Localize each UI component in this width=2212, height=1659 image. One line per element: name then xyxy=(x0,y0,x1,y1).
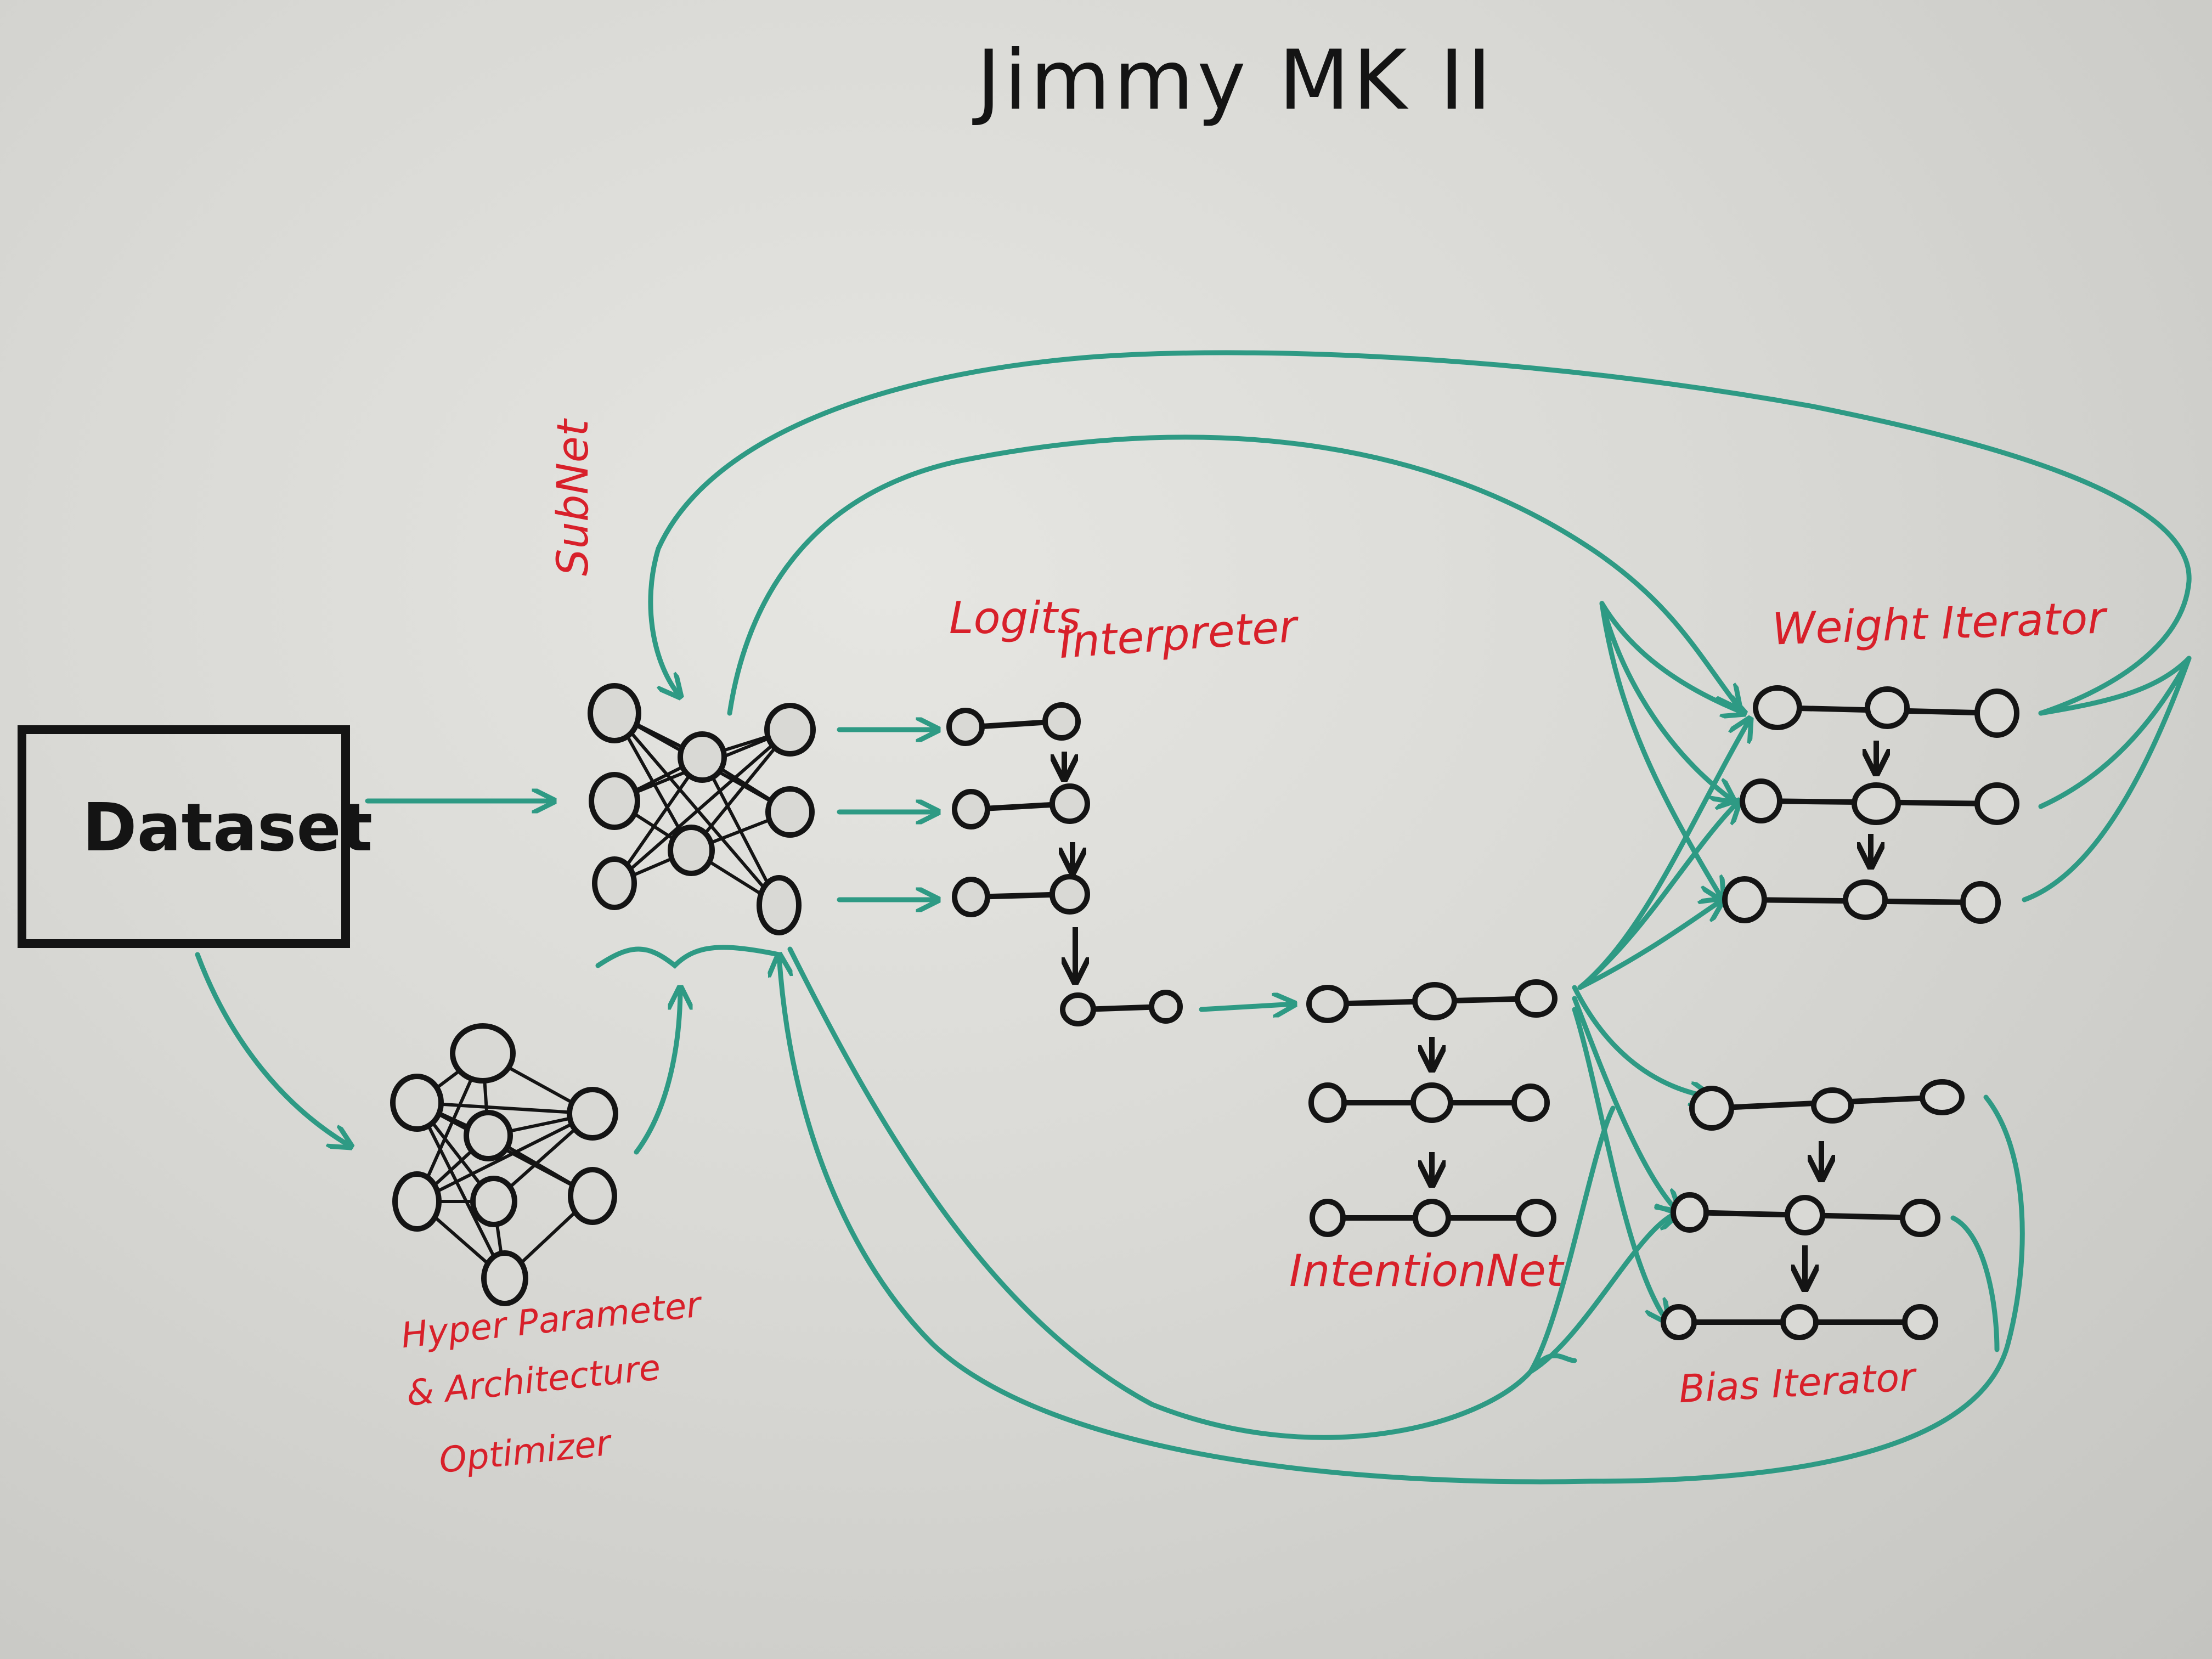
intention-net-label: IntentionNet xyxy=(1289,1245,1564,1296)
bias-iterator xyxy=(1661,1079,1965,1340)
diagram-title: Jimmy MK II xyxy=(977,33,1495,128)
intention-net xyxy=(1306,979,1558,1237)
dataset-label: Dataset xyxy=(82,790,373,866)
subnet-network xyxy=(588,683,816,935)
logits-interpreter xyxy=(946,702,1183,1026)
logits-label: Logits xyxy=(949,592,1081,644)
subnet-label: SubNet xyxy=(549,419,598,576)
hyper-optimizer-network xyxy=(390,1023,618,1306)
teal-connections xyxy=(195,350,2192,1485)
dataset-box xyxy=(18,725,350,948)
weight-iterator xyxy=(1722,685,2019,924)
